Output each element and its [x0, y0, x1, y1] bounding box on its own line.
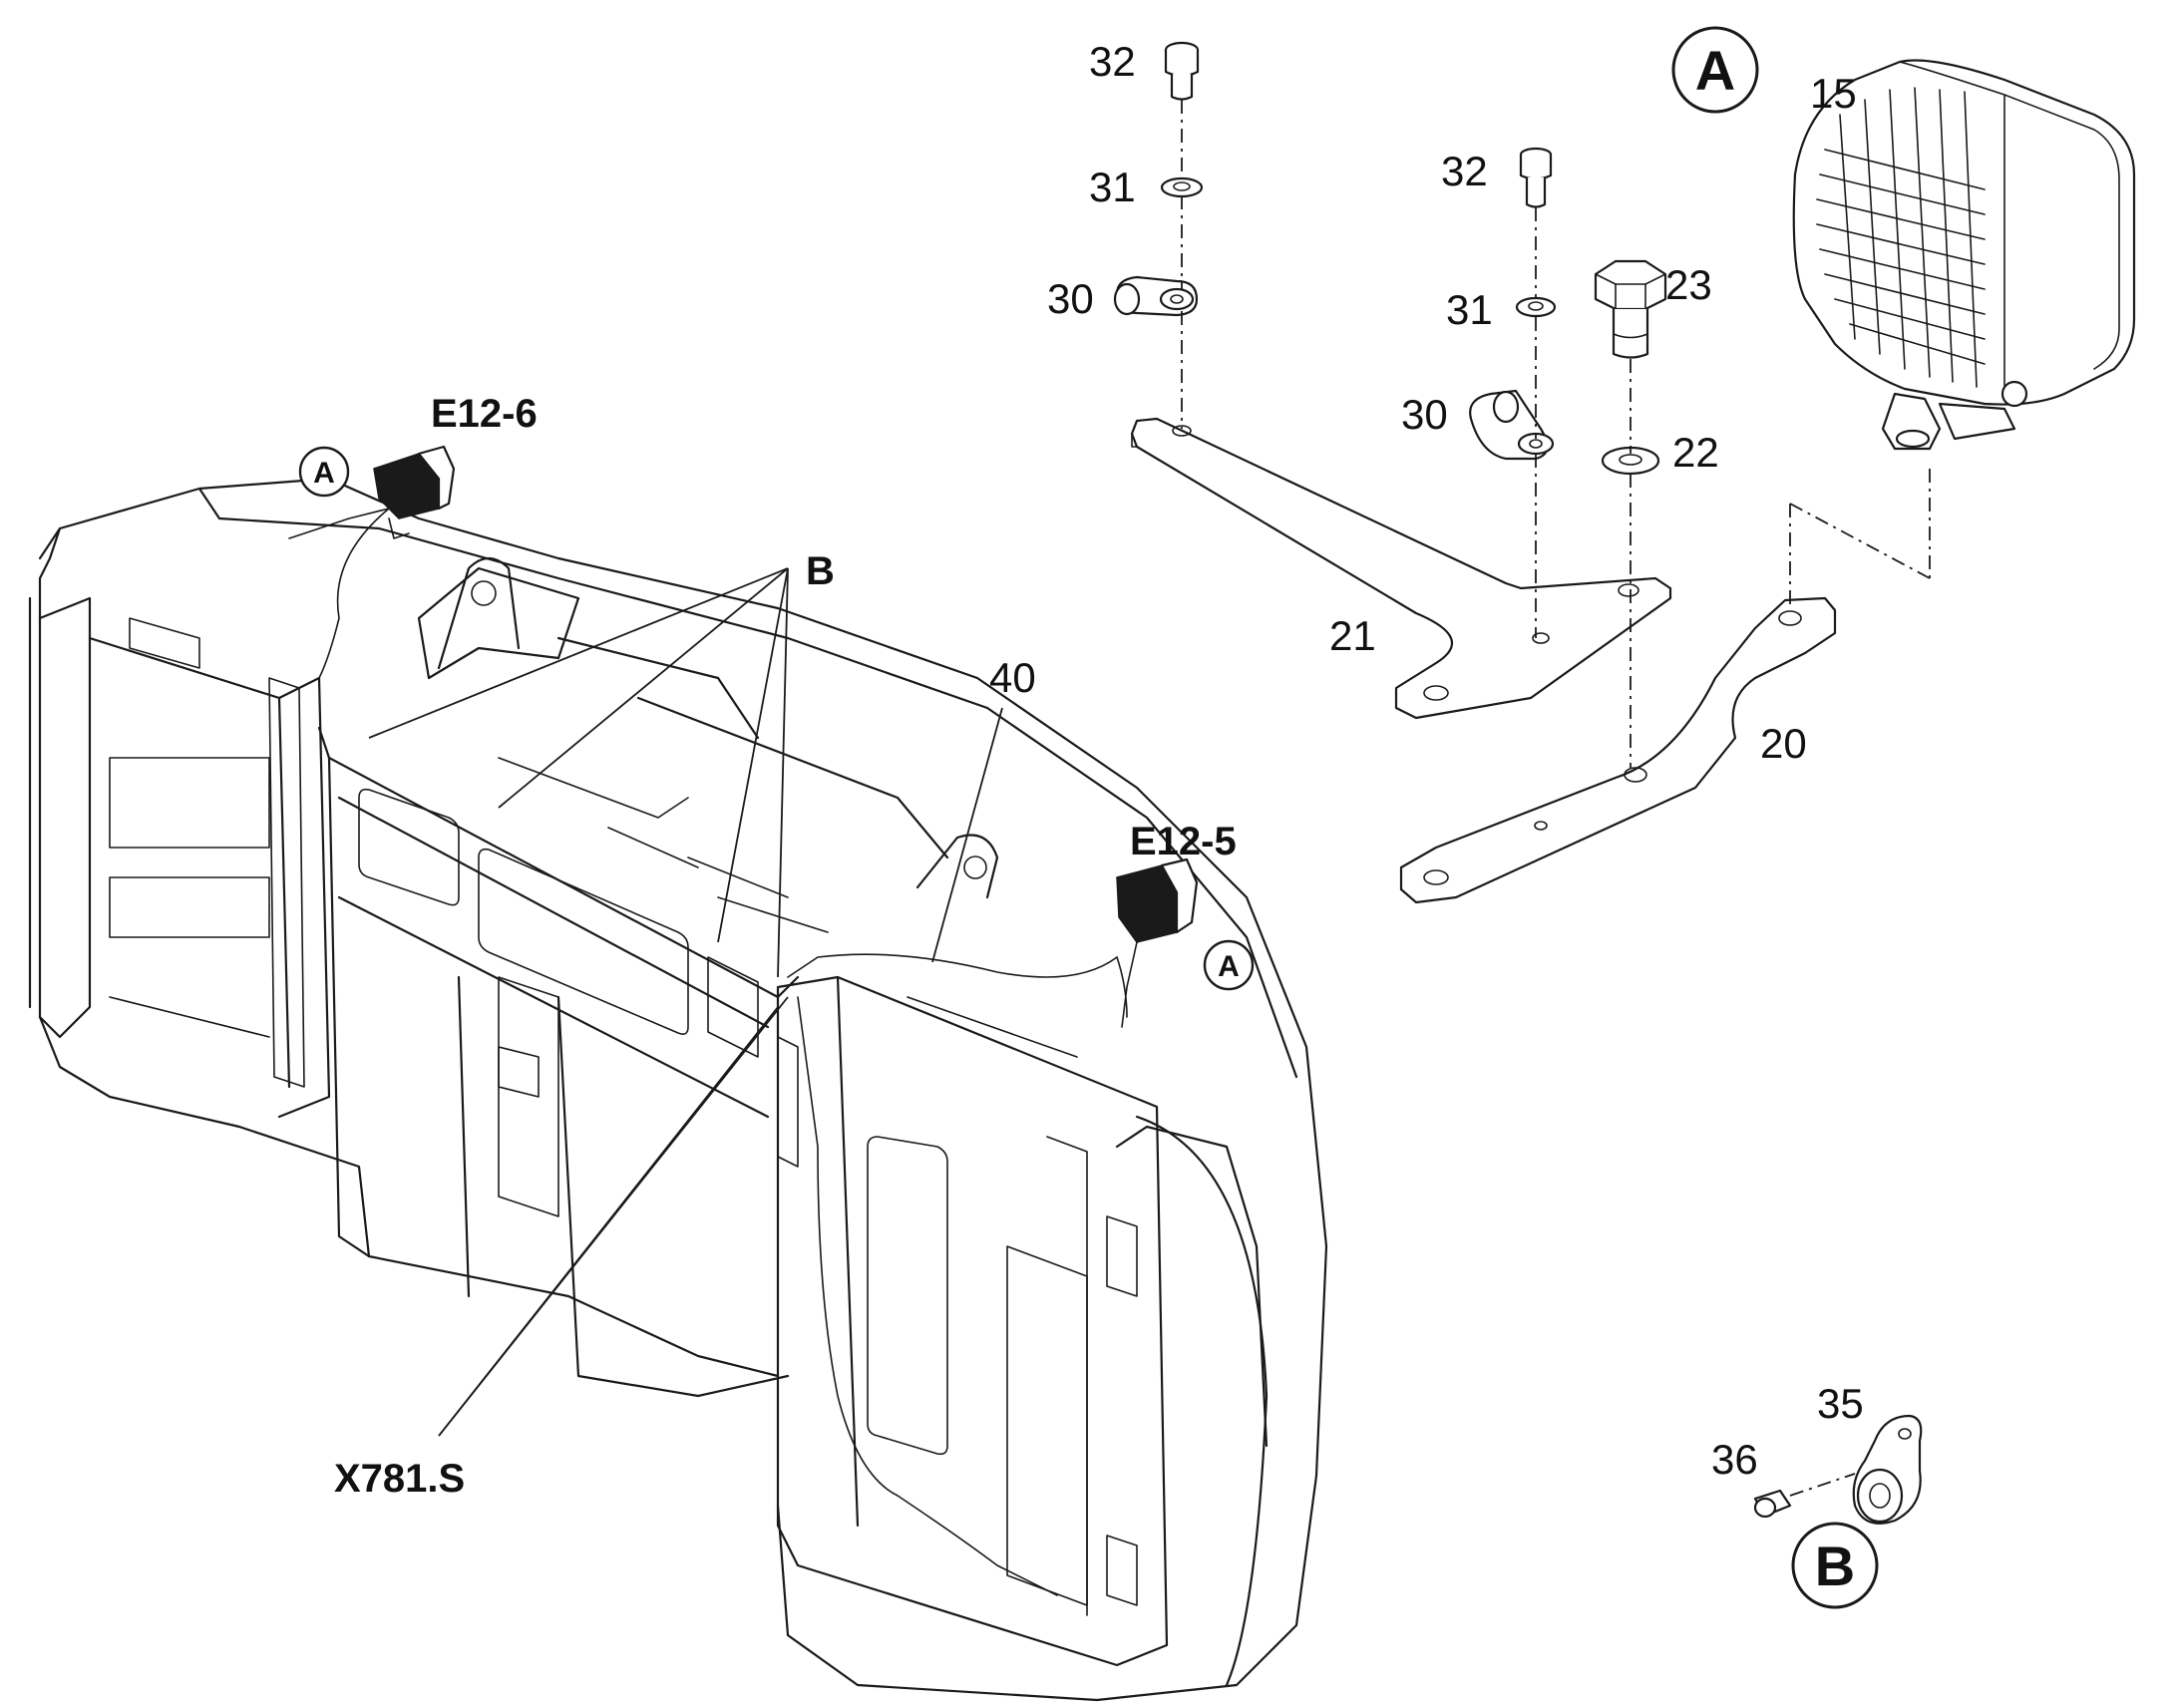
part-label-30-right: 30 [1401, 391, 1448, 438]
part-label-31-right: 31 [1446, 286, 1493, 333]
detail-a-hardware [1113, 41, 1931, 904]
part-label-31-left: 31 [1089, 164, 1136, 210]
part-label-35: 35 [1817, 1380, 1864, 1427]
callout-cable-40: 40 [989, 654, 1036, 701]
detail-b-hardware [1753, 1414, 1923, 1525]
part-label-22: 22 [1672, 429, 1719, 476]
svg-text:A: A [313, 457, 335, 490]
leader-lines [368, 567, 1003, 1437]
part-label-36: 36 [1711, 1436, 1758, 1483]
detail-marker-b-big: B [1791, 1522, 1879, 1609]
bolt-32-right [1519, 147, 1553, 208]
detail-marker-a-small-right: A [1203, 939, 1255, 991]
work-lamp-15 [1792, 59, 2136, 451]
counterweight-assembly [28, 445, 1328, 1702]
part-label-15: 15 [1810, 70, 1857, 117]
clamp-30-left [1113, 275, 1199, 317]
callout-e12-6: E12-6 [431, 392, 538, 436]
washer-31-right [1515, 296, 1557, 318]
part-label-32-left: 32 [1089, 38, 1136, 85]
callout-b: B [806, 549, 835, 593]
hex-bolt-23 [1594, 259, 1667, 359]
callout-e12-5: E12-5 [1130, 820, 1237, 863]
washer-31-left [1160, 176, 1204, 198]
part-label-32-right: 32 [1441, 148, 1488, 194]
callout-x781s: X781.S [334, 1457, 465, 1501]
svg-text:B: B [1815, 1535, 1855, 1597]
part-label-23: 23 [1665, 261, 1712, 308]
work-lamp-e12-5 [1116, 857, 1199, 1028]
bracket-21 [1130, 417, 1672, 720]
work-lamp-e12-6 [373, 445, 456, 539]
svg-text:A: A [1695, 39, 1735, 102]
svg-text:A: A [1218, 950, 1240, 983]
bolt-32-left [1164, 41, 1200, 101]
detail-marker-a-big: A [1671, 26, 1759, 114]
clamp-30-right [1469, 389, 1555, 461]
part-label-20: 20 [1760, 720, 1807, 767]
detail-marker-a-small-left: A [298, 446, 350, 498]
part-label-21: 21 [1329, 612, 1376, 659]
part-label-30-left: 30 [1047, 275, 1094, 322]
bracket-20 [1399, 596, 1837, 904]
